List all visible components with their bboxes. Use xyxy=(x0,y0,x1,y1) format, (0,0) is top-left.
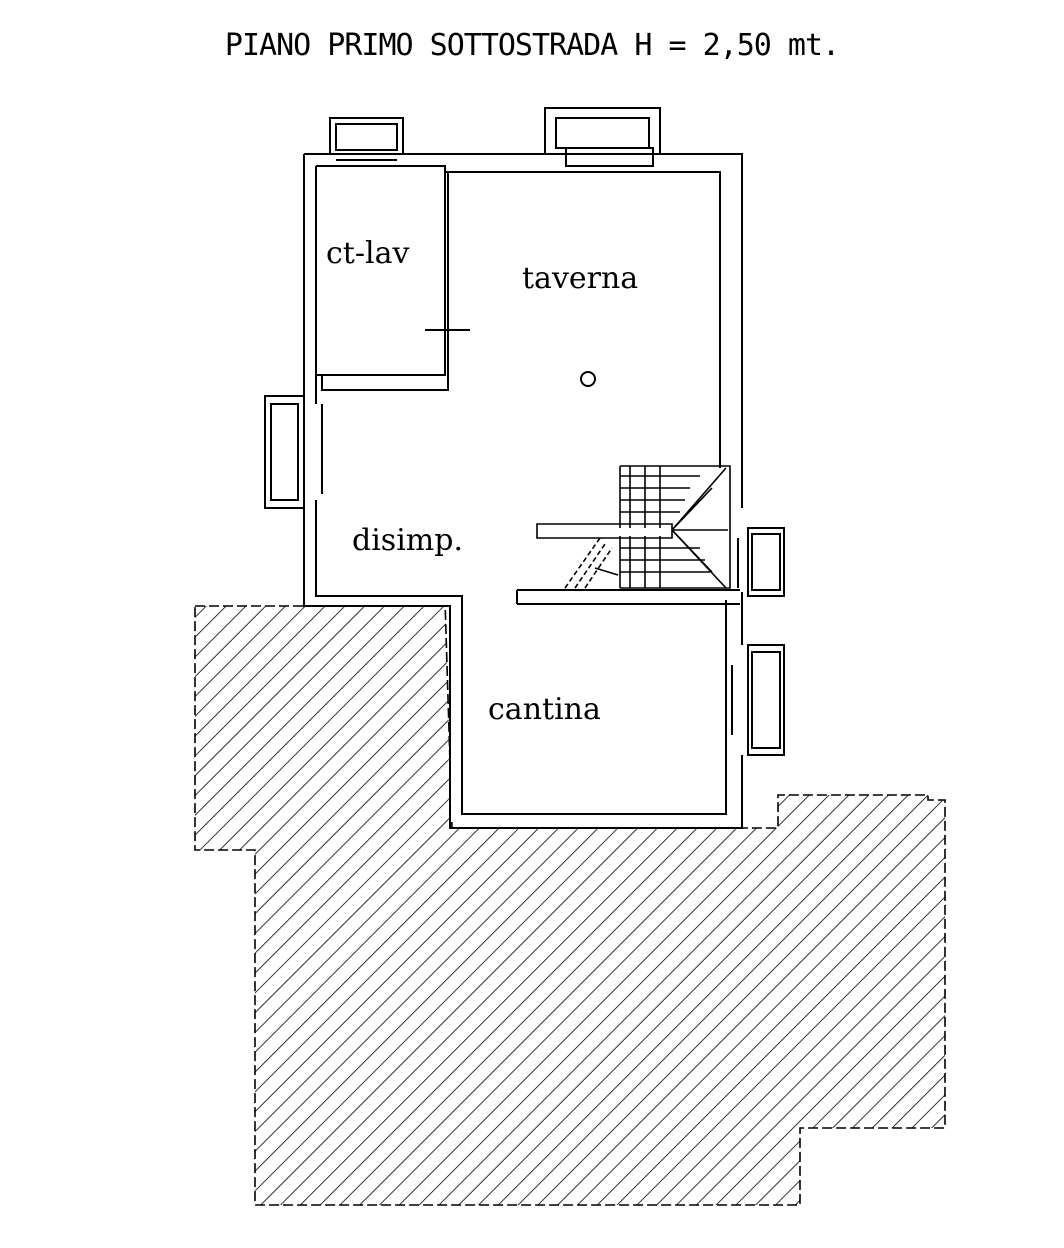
window-right-upper xyxy=(737,527,785,597)
plan-title: PIANO PRIMO SOTTOSTRADA H = 2,50 mt. xyxy=(224,28,840,63)
interior-walls xyxy=(316,165,740,605)
window-left xyxy=(264,395,323,509)
room-label-cantina: cantina xyxy=(488,692,601,727)
staircase xyxy=(536,465,731,589)
outer-walls xyxy=(303,153,743,829)
building-footprint xyxy=(304,154,742,822)
drain-marker xyxy=(580,371,596,387)
window-right-lower xyxy=(731,644,785,756)
room-label-disimp: disimp. xyxy=(352,523,463,558)
window-top-center xyxy=(544,107,661,167)
window-top-left xyxy=(329,117,404,161)
room-label-ct-lav: ct-lav xyxy=(326,236,409,271)
room-label-taverna: taverna xyxy=(522,261,638,296)
